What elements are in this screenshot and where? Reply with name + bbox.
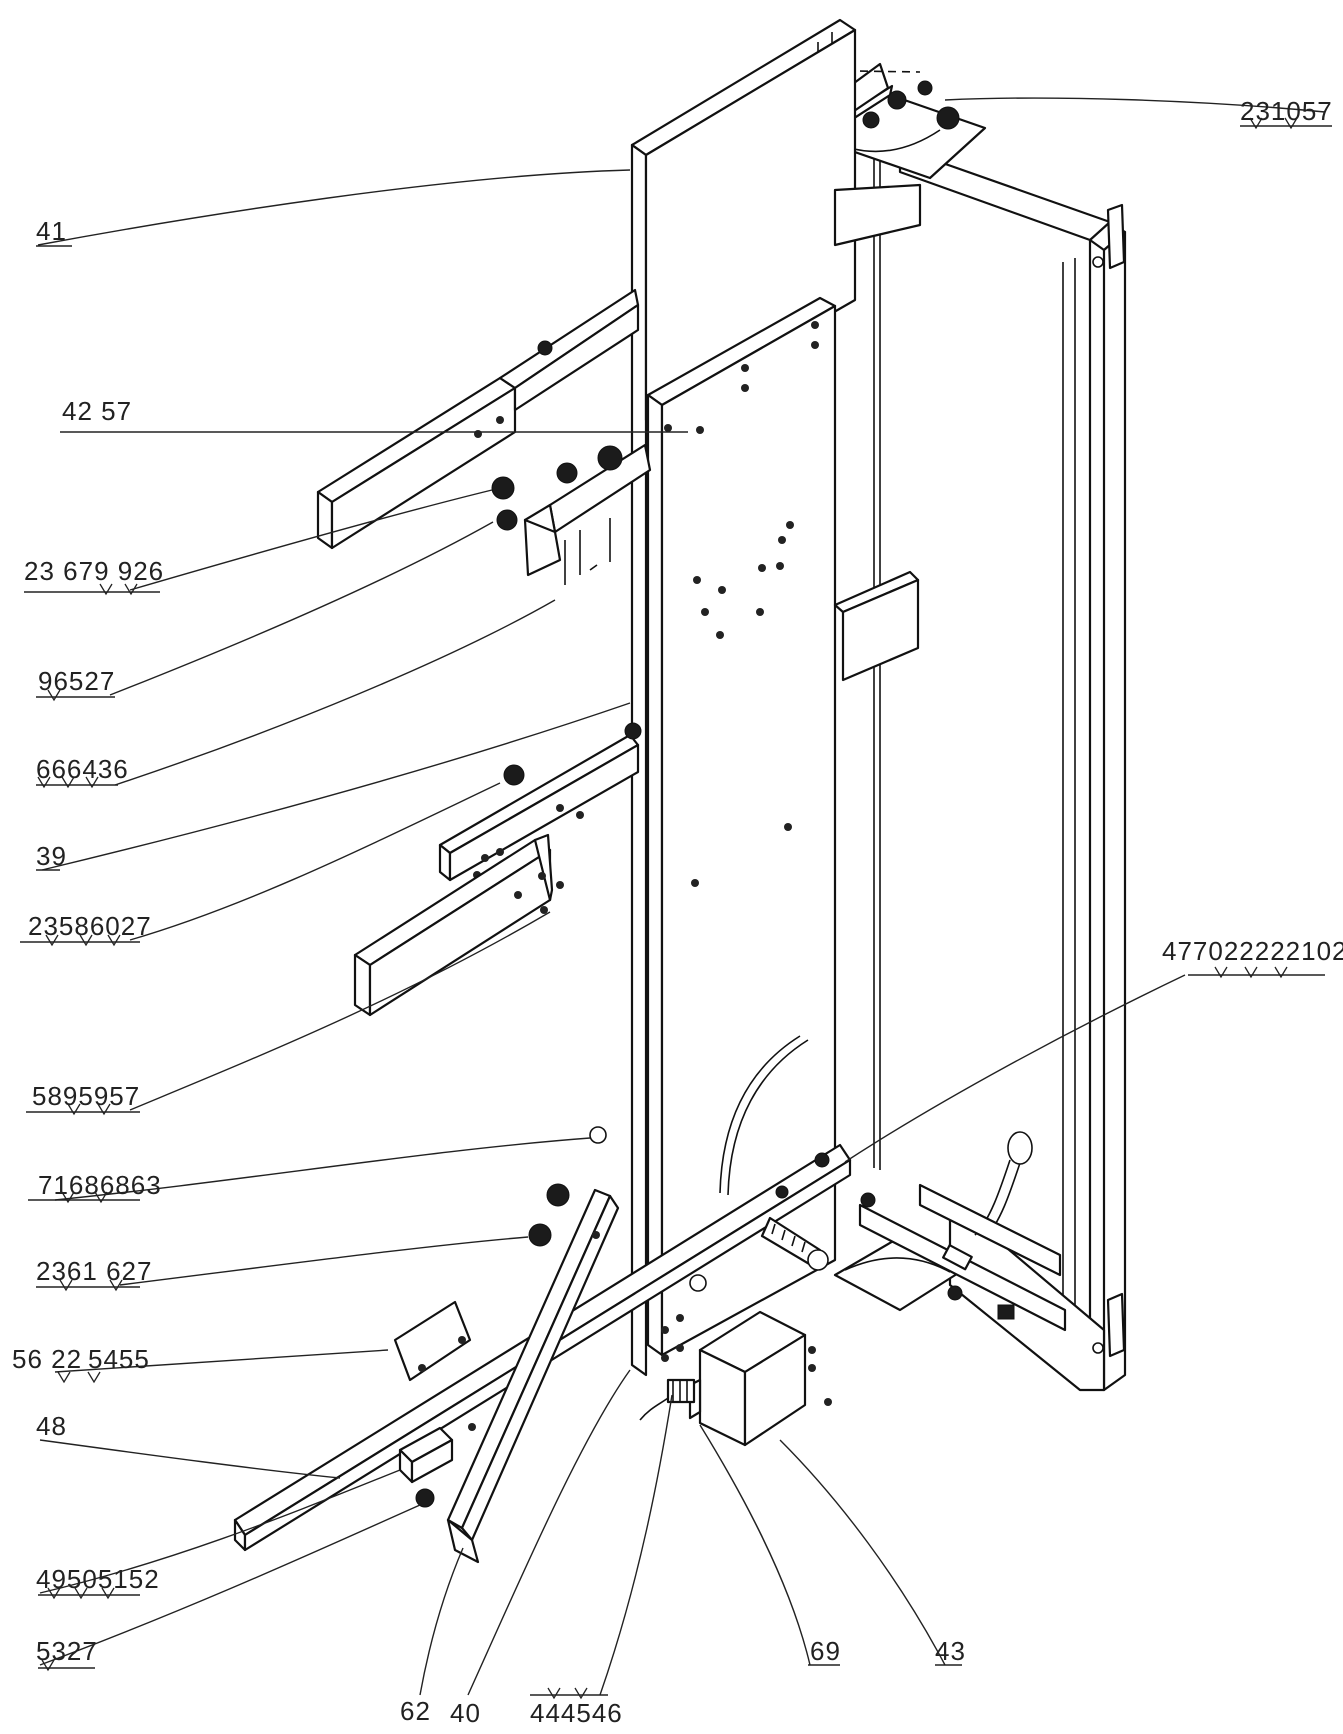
top-knob-2 [936,106,960,130]
callout-69: 69 [810,1636,841,1666]
callout-444546: 444546 [530,1698,623,1728]
lower-pad-bracket [353,833,564,1017]
upper-knob-5 [537,340,553,356]
upper-knob-2 [496,509,518,531]
callout-666436: 666436 [36,754,129,784]
lower-knob-1 [546,1183,570,1207]
callout-41: 41 [36,216,67,246]
middle-arm [438,722,642,882]
callout-231057: 231057 [1240,96,1333,126]
callout-5327: 5327 [36,1636,98,1666]
callout-5455: 5455 [88,1344,150,1374]
base-knob-2 [860,1192,876,1208]
lower-knob-2 [528,1223,552,1247]
frame-hole-top [1092,256,1104,268]
washer-2 [689,1274,707,1292]
callout-5895957: 5895957 [32,1081,140,1111]
base-knob-1 [947,1285,963,1301]
middle-knob-2 [624,722,642,740]
foot-knob [415,1488,435,1508]
frame-hole-bottom [1092,1342,1104,1354]
base-knob-4 [775,1185,789,1199]
cable [719,1035,809,1196]
top-knob-3 [862,111,880,129]
leader-lines [37,97,1326,1696]
upper-arm [316,183,922,585]
side-bracket [833,570,920,682]
callout-40: 40 [450,1698,481,1728]
callout-4770222221023: 4770222221023 [1162,936,1343,966]
middle-knob-1 [503,764,525,786]
base-knob-3 [814,1152,830,1168]
callout-49505152: 49505152 [36,1564,160,1594]
handle-end [807,1249,829,1271]
upper-knob-1 [491,476,515,500]
front-vertical-plate [646,296,837,1357]
washer-1 [589,1126,607,1144]
rectangular-frame [873,146,1127,1392]
callout-62: 62 [400,1696,431,1726]
callout-2361-627: 2361 627 [36,1256,152,1286]
bottom-assembly [233,1126,1067,1564]
top-knob-4 [917,80,933,96]
upper-knob-3 [556,462,578,484]
callout-71686863: 71686863 [38,1170,162,1200]
callout-labels: 231057 41 42 57 23 679 926 96527 666436 … [12,96,1343,1728]
switch [997,1304,1015,1320]
callout-48: 48 [36,1411,67,1441]
upper-knob-4 [597,445,623,471]
callout-56-22: 56 22 [12,1344,82,1374]
callout-39: 39 [36,841,67,871]
callout-underlines [20,125,1332,1696]
callout-96527: 96527 [38,666,115,696]
callout-42-57: 42 57 [62,396,132,426]
callout-23-679-926: 23 679 926 [24,556,164,586]
callout-43: 43 [935,1636,966,1666]
callout-ticks [37,117,1298,1700]
callout-23586027: 23586027 [28,911,152,941]
lever-ball [1007,1131,1033,1165]
top-knob-1 [887,90,907,110]
